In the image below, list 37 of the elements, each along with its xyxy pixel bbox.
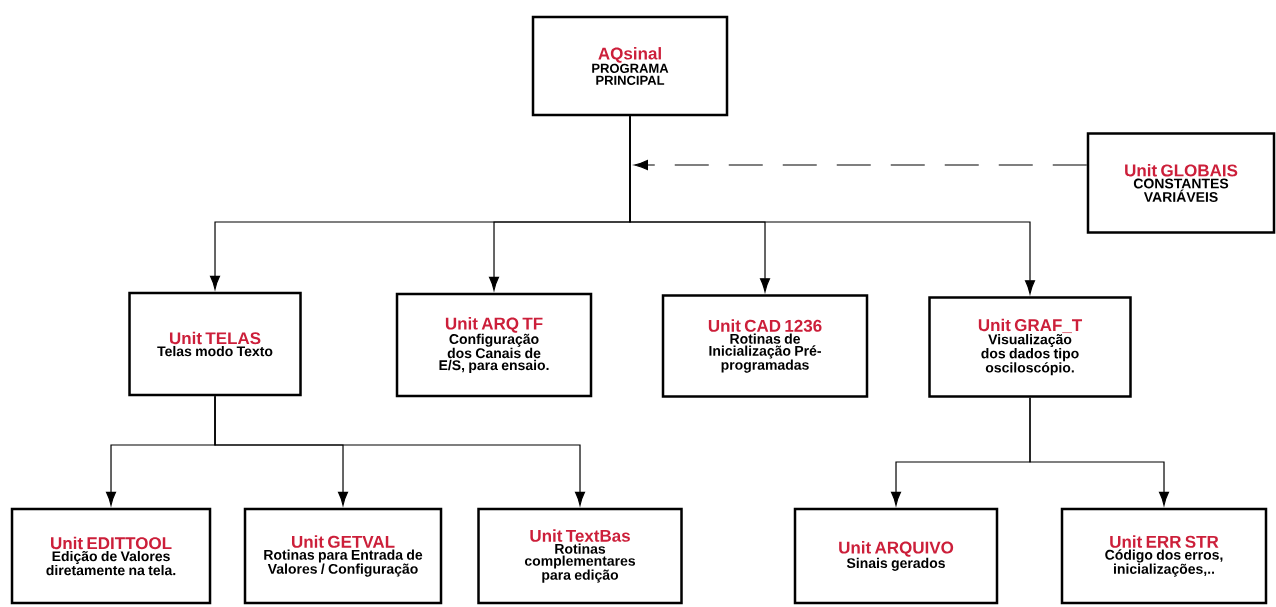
box-title: Unit GLOBAIS: [1125, 164, 1238, 177]
box-title: Unit ARQUIVO: [839, 541, 954, 557]
box-title: Unit TELAS: [170, 331, 261, 345]
unit-box: [395, 292, 593, 398]
box-title: Unit GRAF_T: [978, 318, 1082, 334]
unit-box: [928, 296, 1132, 398]
box-title: Unit ARQ TF: [445, 317, 543, 333]
box-text: Rotinas de Inicialização Pré-programadas: [709, 333, 821, 373]
box-title: Unit CAD 1236: [708, 319, 822, 332]
box-title: Unit EDITTOOL: [51, 536, 172, 550]
unit-box: [1086, 132, 1276, 234]
unit-box: [243, 507, 443, 605]
unit-box: [10, 507, 212, 605]
box-title: AQsinal: [598, 47, 661, 63]
box-text: Rotinas complementares para edição: [524, 543, 636, 583]
box-title: Unit ERR STR: [1110, 535, 1219, 548]
arrow: [214, 395, 586, 506]
unit-box: [477, 507, 683, 605]
box-text: Edição de Valores diretamente na tela.: [46, 550, 176, 576]
arrow: [1029, 397, 1170, 506]
unit-box: [128, 291, 302, 397]
box-text: Visualização dos dados tipo osciloscópio.: [981, 334, 1079, 376]
unit-box: [793, 507, 999, 605]
box-text: Sinais gerados: [846, 557, 945, 571]
box-text: Configuração dos Canais de E/S, para ensaio.: [439, 333, 549, 373]
arrow: [629, 115, 1036, 295]
arrow: [634, 159, 1088, 171]
box-title: Unit GETVAL: [292, 535, 395, 548]
box-text: Telas modo Texto: [157, 345, 273, 357]
box-text: PROGRAMA PRINCIPAL: [592, 63, 669, 85]
box-text: CONSTANTES VARIÁVEIS: [1133, 178, 1229, 202]
unit-box: [531, 15, 729, 117]
box-title: Unit TextBas: [530, 529, 630, 542]
box-text: Código dos erros, inicializações,..: [1105, 549, 1223, 577]
unit-box: [661, 294, 869, 398]
unit-box: [1060, 507, 1268, 605]
box-text: Rotinas para Entrada de Valores / Configuração: [264, 549, 423, 577]
